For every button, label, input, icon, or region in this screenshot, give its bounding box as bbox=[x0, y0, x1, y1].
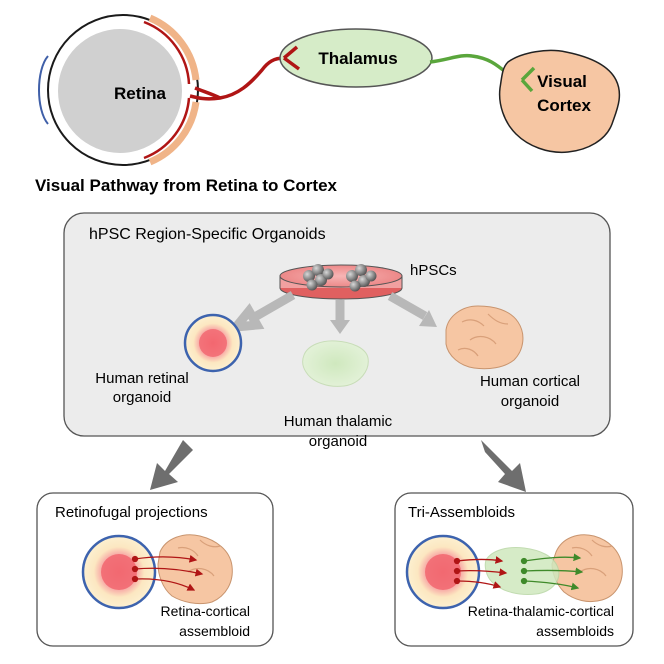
retinal-organoid-label-line2: organoid bbox=[113, 389, 171, 406]
thalamic-organoid-icon bbox=[302, 340, 369, 387]
hpsc-label: hPSCs bbox=[410, 262, 457, 279]
thalamic-organoid-label-line1: Human thalamic bbox=[284, 413, 393, 430]
organoids-panel-title: hPSC Region-Specific Organoids bbox=[89, 226, 326, 243]
retinal-organoid-icon bbox=[183, 313, 243, 373]
cortex-label-line2: Cortex bbox=[537, 96, 591, 115]
optic-nerve-projection bbox=[189, 56, 285, 101]
thalamus-label: Thalamus bbox=[318, 49, 397, 68]
triassembloid-label-line2: assembloids bbox=[536, 623, 614, 639]
triassembloid-label-line1: Retina-thalamic-cortical bbox=[468, 603, 614, 619]
triassembloid-panel-title: Tri-Assembloids bbox=[408, 504, 515, 521]
triassembloid-panel: Tri-Assembloids Retina bbox=[394, 492, 634, 647]
tri-retinal-organoid-icon bbox=[405, 534, 481, 610]
cornea-icon bbox=[38, 55, 49, 125]
petri-dish-icon bbox=[279, 264, 403, 300]
retinofugal-label-line1: Retina-cortical bbox=[161, 603, 250, 619]
assembly-arrows bbox=[150, 440, 526, 492]
pathway-title: Visual Pathway from Retina to Cortex bbox=[35, 176, 338, 195]
retinofugal-panel-title: Retinofugal projections bbox=[55, 504, 208, 521]
retinofugal-label-line2: assembloid bbox=[179, 623, 250, 639]
cortical-organoid-label-line1: Human cortical bbox=[480, 373, 580, 390]
visual-cortex-node: Visual Cortex bbox=[498, 49, 621, 154]
retinofugal-panel: Retinofugal projections Retina-cortical … bbox=[36, 492, 274, 647]
rc-red-projections bbox=[131, 554, 204, 591]
organoids-panel: hPSC Region-Specific Organoids hPSCs bbox=[63, 212, 611, 450]
cortex-label-line1: Visual bbox=[537, 72, 587, 91]
rc-retinal-organoid-icon bbox=[81, 534, 157, 610]
hpsc-cluster-right-icon bbox=[346, 264, 377, 292]
tri-green-projections bbox=[520, 553, 584, 591]
retinal-organoid-label-line1: Human retinal bbox=[95, 370, 188, 387]
thalamic-organoid-label-line2: organoid bbox=[309, 433, 367, 450]
differentiation-arrows bbox=[225, 291, 437, 334]
tri-red-projections bbox=[453, 556, 508, 589]
thalamus-node: Thalamus bbox=[279, 28, 433, 88]
cortical-organoid-icon bbox=[445, 305, 524, 370]
hpsc-cluster-left-icon bbox=[303, 264, 334, 291]
retina-layer-icon bbox=[148, 14, 200, 81]
eye-illustration: Retina bbox=[38, 14, 200, 166]
retina-label: Retina bbox=[114, 84, 167, 103]
cortical-organoid-label-line2: organoid bbox=[501, 393, 559, 410]
eye-interior-icon bbox=[58, 29, 182, 153]
